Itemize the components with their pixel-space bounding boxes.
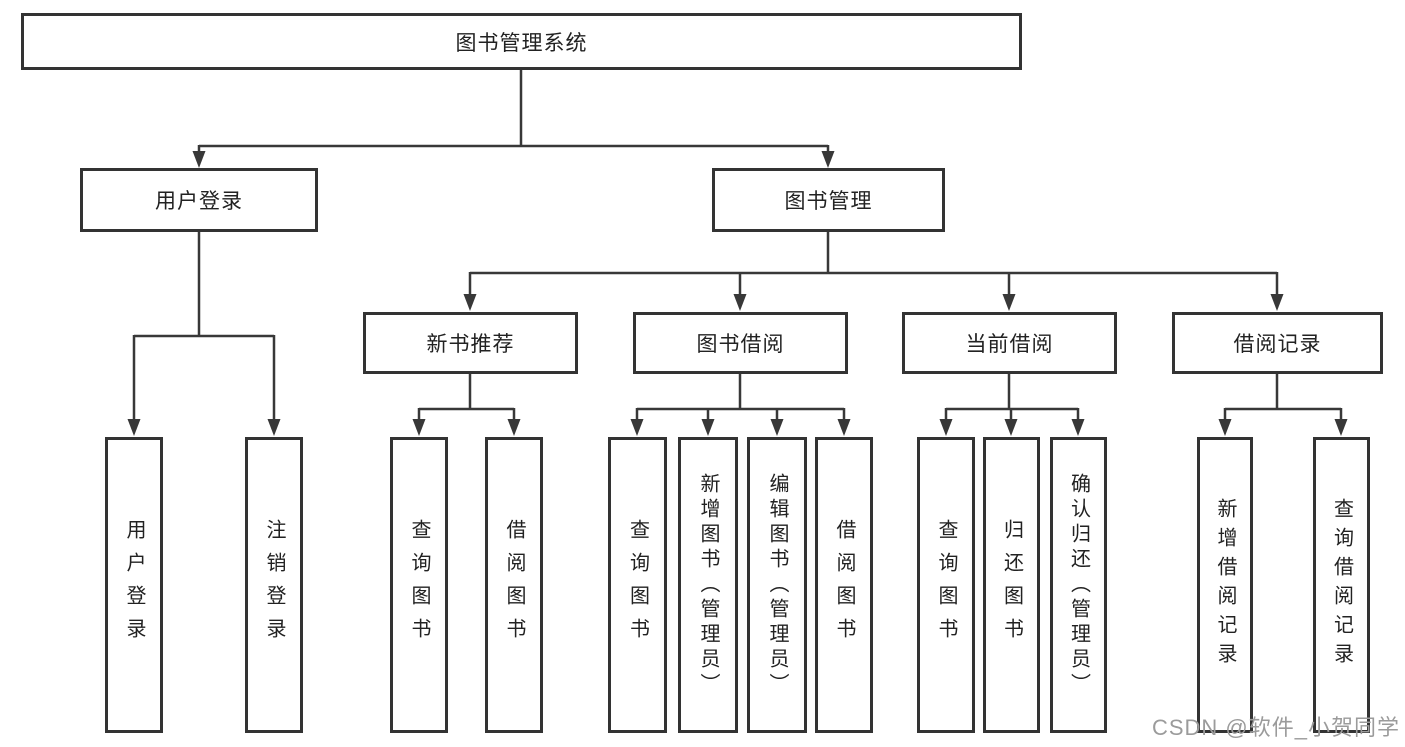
leaf-confirm-return-admin: 确认归还（管理员）: [1050, 437, 1107, 733]
leaf-query-books-borrow: 查询图书: [608, 437, 667, 733]
arrow-icon: [701, 419, 715, 436]
node-book-management: 图书管理: [712, 168, 945, 232]
arrow-icon: [837, 419, 851, 436]
leaf-query-books-recommend: 查询图书: [390, 437, 448, 733]
leaf-return-books: 归还图书: [983, 437, 1040, 733]
node-user-login: 用户登录: [80, 168, 318, 232]
node-new-book-recommend: 新书推荐: [363, 312, 578, 374]
arrow-icon: [507, 419, 521, 436]
node-book-borrow: 图书借阅: [633, 312, 848, 374]
leaf-borrow-books: 借阅图书: [815, 437, 873, 733]
arrow-icon: [770, 419, 784, 436]
leaf-add-borrow-record: 新增借阅记录: [1197, 437, 1253, 733]
arrow-icon: [630, 419, 644, 436]
node-root-system: 图书管理系统: [21, 13, 1022, 70]
leaf-query-borrow-record: 查询借阅记录: [1313, 437, 1370, 733]
arrow-icon: [733, 294, 747, 311]
node-current-borrow: 当前借阅: [902, 312, 1117, 374]
arrow-icon: [1002, 294, 1016, 311]
arrow-icon: [267, 419, 281, 436]
leaf-edit-books-admin: 编辑图书（管理员）: [747, 437, 807, 733]
arrow-icon: [1334, 419, 1348, 436]
leaf-query-books-current: 查询图书: [917, 437, 975, 733]
arrow-icon: [1071, 419, 1085, 436]
leaf-add-books-admin: 新增图书（管理员）: [678, 437, 738, 733]
leaf-borrow-books-recommend: 借阅图书: [485, 437, 543, 733]
arrow-icon: [412, 419, 426, 436]
arrow-icon: [1218, 419, 1232, 436]
arrow-icon: [127, 419, 141, 436]
arrow-icon: [463, 294, 477, 311]
arrow-icon: [192, 151, 206, 168]
arrow-icon: [939, 419, 953, 436]
node-borrow-records: 借阅记录: [1172, 312, 1383, 374]
arrow-icon: [821, 151, 835, 168]
arrow-icon: [1004, 419, 1018, 436]
leaf-logout: 注销登录: [245, 437, 303, 733]
leaf-user-login: 用户登录: [105, 437, 163, 733]
arrow-icon: [1270, 294, 1284, 311]
